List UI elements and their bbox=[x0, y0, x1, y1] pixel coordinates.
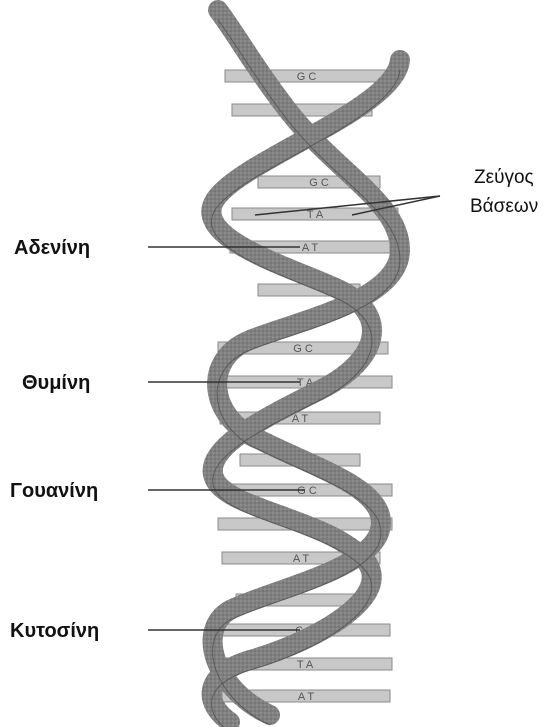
dna-strand-front bbox=[211, 60, 400, 722]
label-base-pair-line1: Ζεύγος bbox=[474, 167, 534, 188]
base-pair-letters: T A bbox=[307, 209, 324, 221]
base-pair-letters: G C bbox=[297, 485, 317, 497]
label-guanine: Γουανίνη bbox=[10, 480, 98, 502]
base-pair-letters: A T bbox=[298, 691, 315, 703]
base-pair-letters: G C bbox=[297, 71, 317, 83]
base-pair-letters: G C bbox=[293, 343, 313, 355]
base-pair-letters: T A bbox=[297, 659, 314, 671]
base-pair-letters: G C bbox=[309, 177, 329, 189]
label-thymine: Θυμίνη bbox=[22, 372, 90, 394]
base-pair-letters: A T bbox=[292, 413, 309, 425]
label-base-pair-line2: Βάσεων bbox=[470, 196, 538, 217]
label-cytosine: Κυτοσίνη bbox=[10, 620, 99, 642]
label-adenine: Αδενίνη bbox=[14, 237, 90, 259]
base-pair-letters: A T bbox=[302, 242, 319, 254]
base-pair-letters: A T bbox=[293, 553, 310, 565]
